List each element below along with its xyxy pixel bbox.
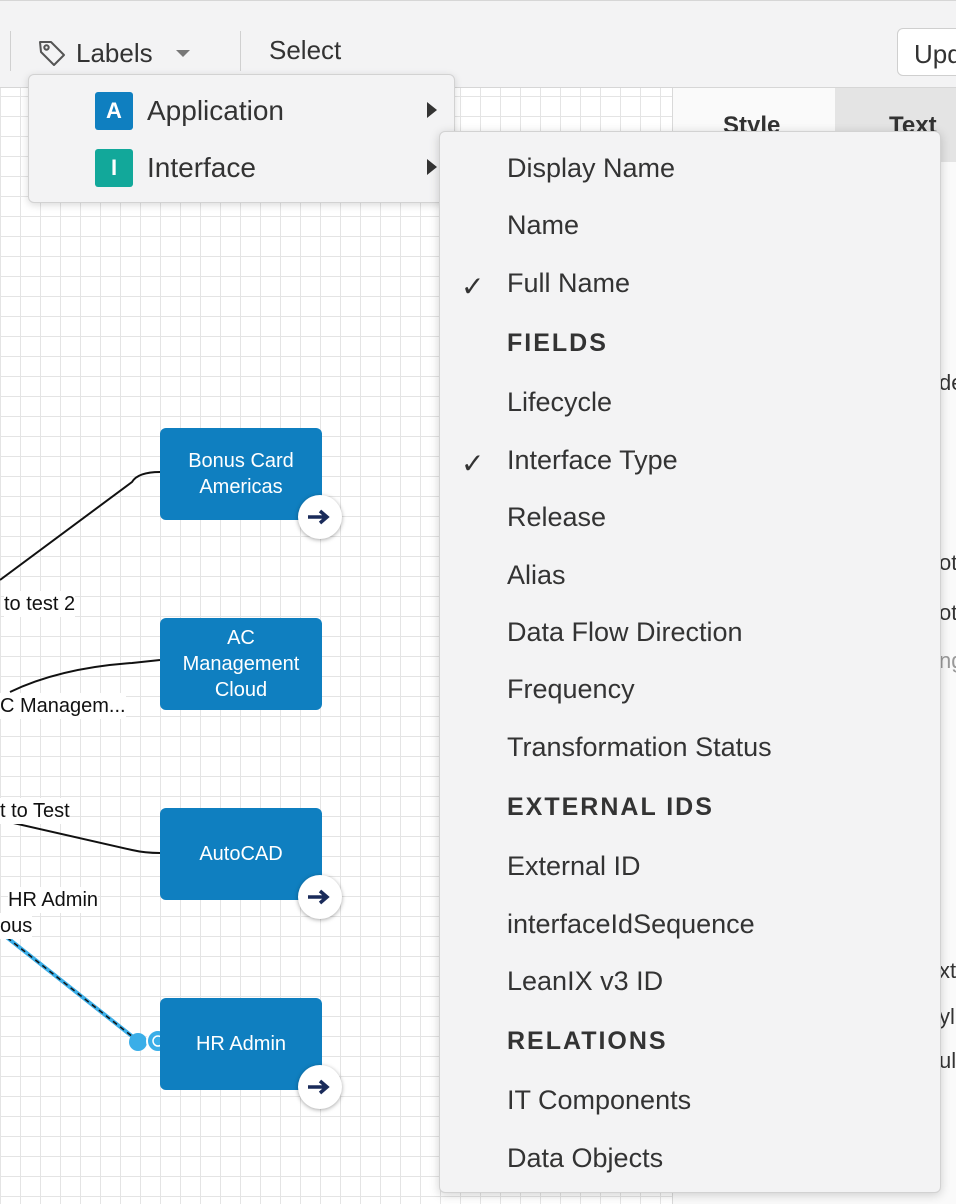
checkmark-icon: ✓	[461, 271, 485, 302]
panel-row-text: xt	[939, 958, 956, 983]
caret-down-icon	[175, 50, 190, 57]
chevron-right-icon	[427, 102, 437, 118]
edge-line[interactable]	[0, 471, 161, 581]
arrow-right-icon	[308, 509, 330, 525]
edge-label[interactable]: to test 2	[4, 591, 76, 617]
field-option-leanix-v3-id[interactable]: LeanIX v3 ID	[507, 966, 663, 997]
edge-line[interactable]	[9, 659, 161, 693]
labels-button-label: Labels	[76, 37, 153, 68]
panel-row-text: yl	[939, 1004, 955, 1029]
toolbar-divider	[240, 31, 241, 71]
field-option-frequency[interactable]: Frequency	[507, 674, 635, 705]
field-option-release[interactable]: Release	[507, 502, 606, 533]
diagram-node[interactable]: HR Admin	[160, 998, 322, 1090]
field-option-label: Lifecycle	[507, 387, 613, 417]
navigate-arrow-button[interactable]	[298, 1065, 342, 1109]
field-option-label: Frequency	[507, 674, 635, 704]
panel-row-text: ot	[939, 600, 956, 625]
field-option-label: LeanIX v3 ID	[507, 966, 664, 996]
field-option-data-flow-direction[interactable]: Data Flow Direction	[507, 617, 743, 648]
toolbar: Labels Select Update	[0, 0, 956, 88]
edge-label[interactable]: t to Test	[0, 798, 70, 824]
edge-label[interactable]: C Managem...	[0, 693, 126, 719]
checkmark-icon: ✓	[461, 448, 485, 479]
field-option-display-name[interactable]: Display Name	[507, 153, 675, 184]
field-option-label: interfaceIdSequence	[507, 909, 755, 939]
labels-menu-item-interface[interactable]: I Interface	[95, 148, 445, 188]
selected-edge-dash	[0, 931, 139, 1042]
tag-icon	[39, 41, 65, 66]
field-option-full-name[interactable]: ✓ Full Name	[461, 268, 631, 302]
labels-menu: A Application I Interface	[28, 74, 455, 203]
panel-row-text: ng	[939, 648, 956, 673]
edge-label[interactable]: ous	[0, 913, 33, 939]
navigate-arrow-button[interactable]	[298, 875, 342, 919]
field-option-label: Display Name	[507, 153, 676, 183]
labels-menu-item-label: Interface	[147, 152, 256, 183]
field-option-label: External ID	[507, 851, 641, 881]
labels-menu-item-label: Application	[147, 95, 284, 126]
field-option-label: Full Name	[507, 268, 631, 298]
labels-menu-item-application[interactable]: A Application	[95, 91, 445, 131]
interface-fields-menu: Display Name Name ✓ Full Name FIELDS Life…	[439, 131, 941, 1193]
interface-badge-icon: I	[95, 149, 133, 187]
application-badge-icon: A	[95, 92, 133, 130]
arrow-right-icon	[308, 889, 330, 905]
field-option-label: IT Components	[507, 1085, 692, 1115]
field-option-name[interactable]: Name	[507, 210, 579, 241]
labels-dropdown-button[interactable]: Labels	[36, 35, 193, 71]
section-header-fields: FIELDS	[507, 329, 608, 357]
field-option-interface-id-sequence[interactable]: interfaceIdSequence	[507, 909, 755, 940]
field-option-alias[interactable]: Alias	[507, 560, 566, 591]
field-option-label: Transformation Status	[507, 732, 772, 762]
field-option-transformation-status[interactable]: Transformation Status	[507, 732, 772, 763]
diagram-node[interactable]: AutoCAD	[160, 808, 322, 900]
diagram-node[interactable]: Bonus Card Americas	[160, 428, 322, 520]
field-option-label: Data Objects	[507, 1143, 664, 1173]
field-option-label: Release	[507, 502, 607, 532]
update-button[interactable]: Update	[897, 28, 956, 76]
edge-handle-icon[interactable]	[129, 1033, 147, 1051]
field-option-interface-type[interactable]: ✓ Interface Type	[461, 445, 678, 479]
section-header-external-ids: EXTERNAL IDS	[507, 793, 714, 821]
panel-row-text: ult	[939, 1048, 956, 1073]
chevron-right-icon	[427, 159, 437, 175]
arrow-right-icon	[308, 1079, 330, 1095]
field-option-label: Name	[507, 210, 580, 240]
toolbar-divider	[10, 31, 11, 71]
diagram-node[interactable]: AC Management Cloud	[160, 618, 322, 710]
panel-row-text: de	[939, 370, 956, 395]
field-option-data-objects[interactable]: Data Objects	[507, 1143, 663, 1174]
field-option-label: Alias	[507, 560, 566, 590]
section-header-relations: RELATIONS	[507, 1027, 668, 1055]
diagram-edges	[0, 471, 170, 1053]
panel-row-text: ot	[939, 550, 956, 575]
field-option-external-id[interactable]: External ID	[507, 851, 641, 882]
select-button[interactable]: Select	[269, 35, 342, 65]
selected-edge-line[interactable]	[0, 930, 140, 1043]
edge-line[interactable]	[0, 819, 161, 854]
edge-label[interactable]: HR Admin	[8, 887, 99, 913]
field-option-label: Data Flow Direction	[507, 617, 743, 647]
field-option-lifecycle[interactable]: Lifecycle	[507, 387, 612, 418]
navigate-arrow-button[interactable]	[298, 495, 342, 539]
field-option-label: Interface Type	[507, 445, 678, 475]
field-option-it-components[interactable]: IT Components	[507, 1085, 691, 1116]
